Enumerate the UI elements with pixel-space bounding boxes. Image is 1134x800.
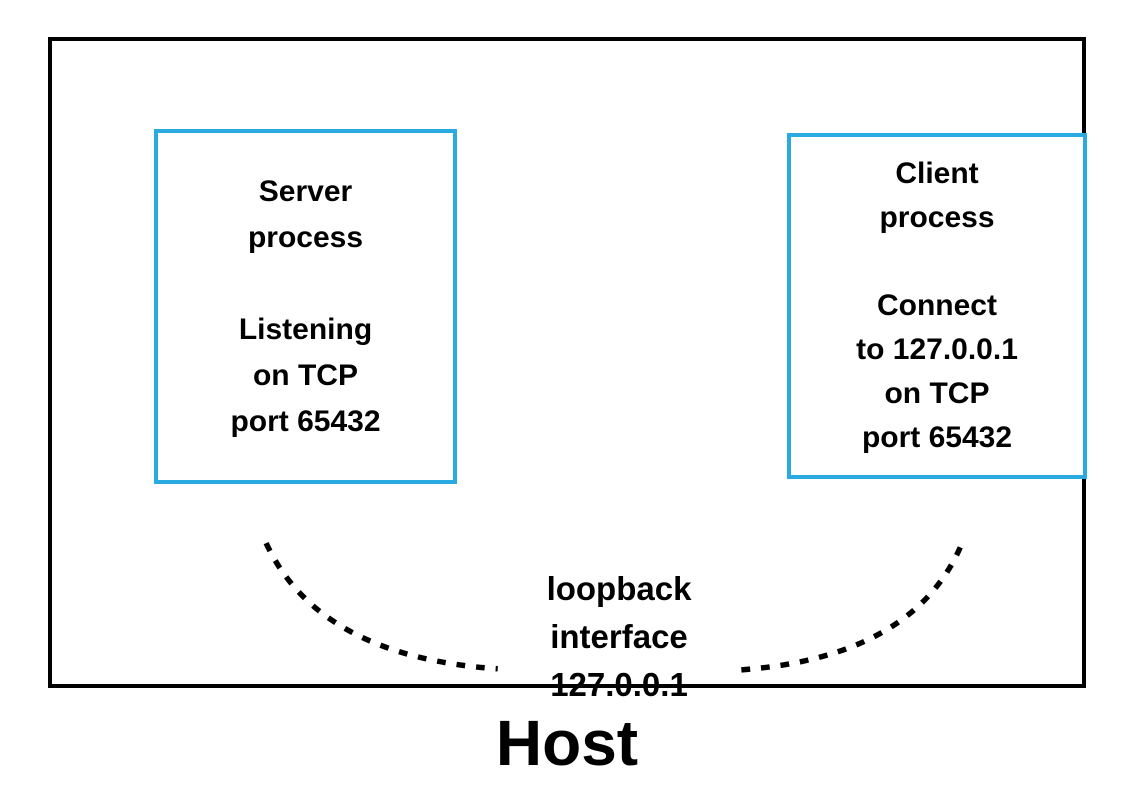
client-process-box: Client process Connect to 127.0.0.1 on T…: [787, 133, 1087, 479]
server-process-text: Server process Listening on TCP port 654…: [230, 174, 381, 438]
client-process-text: Client process Connect to 127.0.0.1 on T…: [856, 157, 1018, 454]
server-process-box: Server process Listening on TCP port 654…: [154, 129, 457, 484]
host-label: Host: [495, 707, 639, 779]
host-box: Server process Listening on TCP port 654…: [48, 37, 1087, 703]
loopback-interface-label: loopback interface 127.0.0.1: [546, 570, 692, 703]
